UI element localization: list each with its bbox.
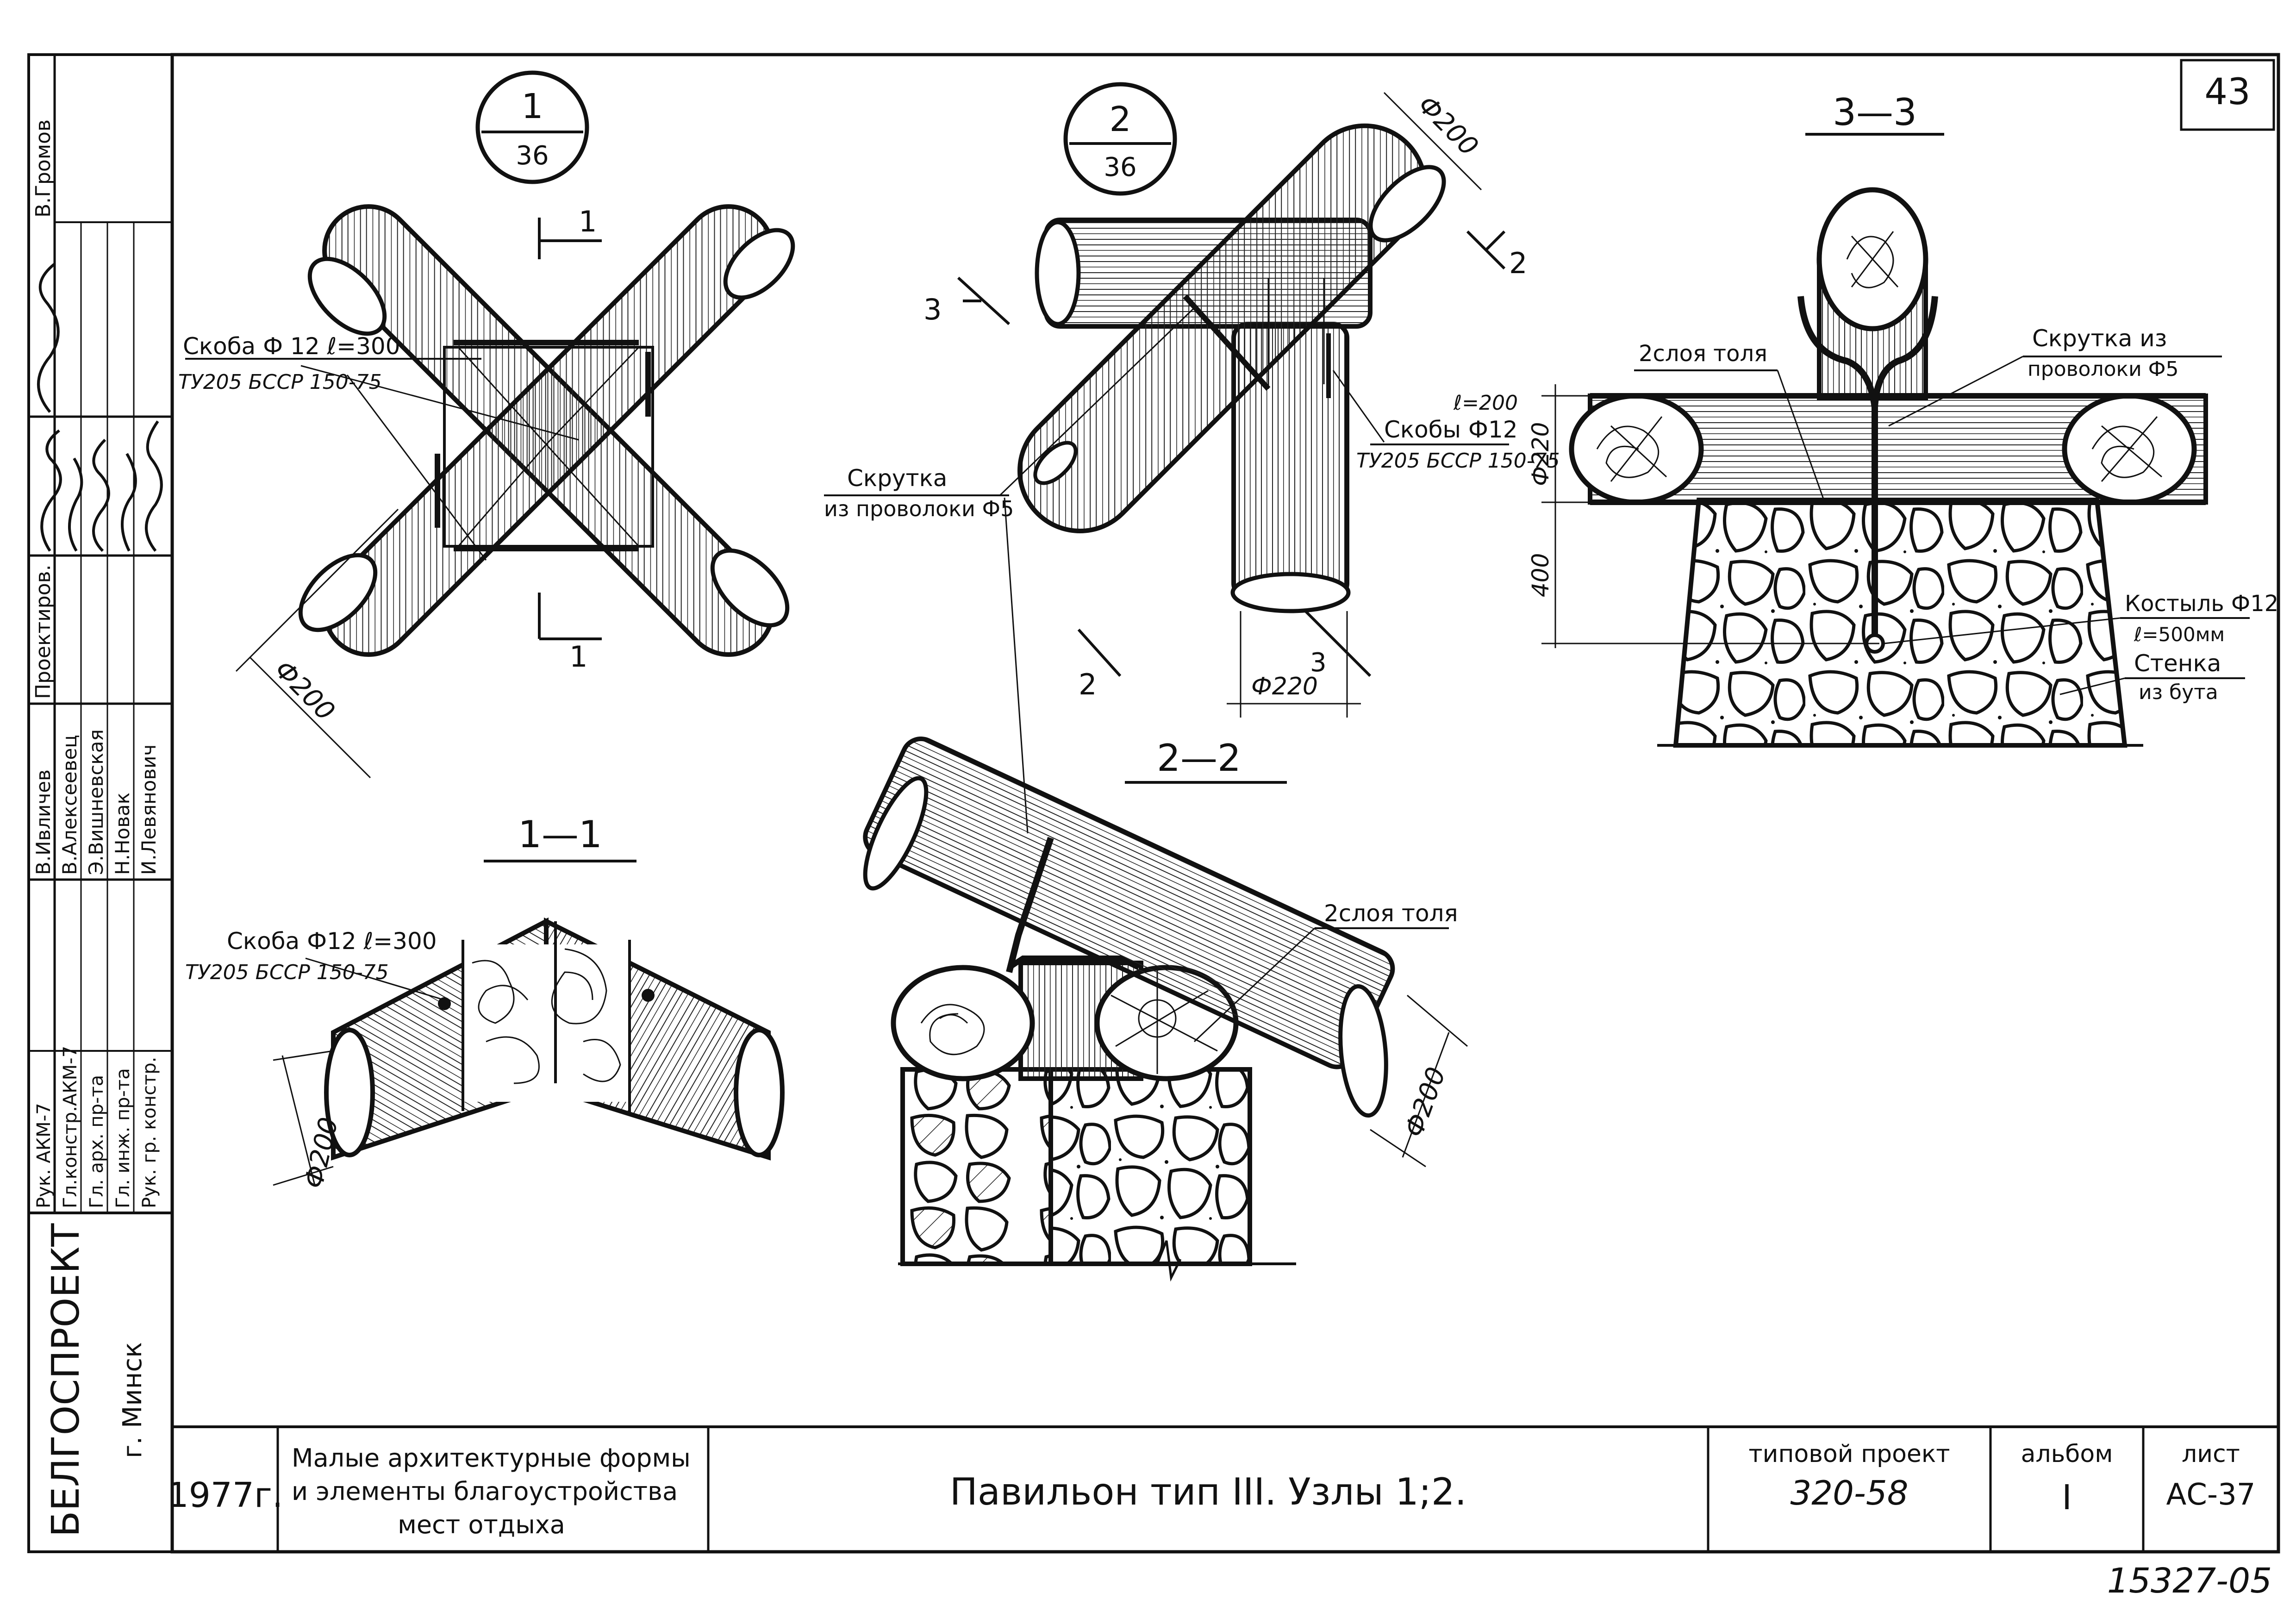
tar-note: 2слоя толя	[1324, 900, 1458, 927]
section-3-3: 3—3 2слоя толя Скрутка из проволоки Ф5 Ф…	[1527, 91, 2278, 748]
dim-top: Ф200	[1412, 90, 1484, 162]
staples-std: ТУ205 БССР 150-75	[1356, 449, 1560, 473]
stamp-name: И.Левянович	[137, 744, 160, 875]
designed-label: Проектиров.	[31, 564, 55, 699]
twist-note-2: проволоки Ф5	[2028, 357, 2179, 381]
signatures	[37, 262, 163, 552]
section-mark-3: 3	[923, 293, 942, 326]
left-stamp: Рук. АКМ-7 Гл.констр.АКМ-7 Гл. арх. пр-т…	[29, 55, 172, 1537]
stamp-role: Гл.констр.АКМ-7	[60, 1046, 81, 1208]
subject-line-2: и элементы благоустройства	[292, 1477, 678, 1506]
page-number: 43	[2204, 71, 2250, 113]
section-mark-3: 3	[1310, 648, 1327, 678]
sheet-label: лист	[2182, 1440, 2240, 1468]
callout-ref: 36	[1104, 152, 1136, 182]
section-mark: 1	[579, 205, 597, 238]
section-mark-2: 2	[1079, 668, 1097, 701]
stamp-roles: Рук. АКМ-7 Гл.констр.АКМ-7 Гл. арх. пр-т…	[33, 1046, 160, 1208]
staple-note: Скоба Ф 12 ℓ=300	[183, 333, 400, 360]
sheet-title: Павильон тип III. Узлы 1;2.	[950, 1470, 1466, 1513]
sheet-frame: 43	[27, 53, 2280, 1554]
staple-std: ТУ205 БССР 150-75	[178, 370, 382, 394]
staple-std: ТУ205 БССР 150-75	[185, 961, 389, 984]
project-label: типовой проект	[1748, 1440, 1950, 1468]
archive-number: 15327-05	[2107, 1561, 2272, 1601]
staple-note: Скоба Ф12 ℓ=300	[227, 928, 437, 955]
twist-note-2: из проволоки Ф5	[824, 496, 1014, 521]
section-mark-2: 2	[1509, 246, 1527, 280]
twist-note: Скрутка	[847, 465, 947, 492]
album-label: альбом	[2021, 1440, 2113, 1468]
designed-name: В.Громов	[31, 119, 55, 218]
stamp-name: В.Ивличев	[32, 769, 55, 875]
staples-len: ℓ=200	[1453, 391, 1518, 415]
dim-height: 400	[1527, 553, 1554, 597]
spike-len: ℓ=500мм	[2134, 623, 2225, 646]
stamp-name: Э.Вишневская	[85, 729, 107, 875]
dim-bottom: Ф220	[1251, 673, 1318, 700]
section-2-2: 2—2 2слоя толя Ф200	[863, 736, 1468, 1282]
dim-dia: Ф220	[1527, 422, 1554, 486]
twist-note: Скрутка из	[2032, 325, 2167, 352]
title-block: 1977г. Малые архитектурные формы и элеме…	[167, 1425, 2278, 1601]
org-city: г. Минск	[118, 1342, 148, 1458]
project-value: 320-58	[1790, 1474, 1908, 1512]
stamp-names: В.Ивличев В.Алексеевец Э.Вишневская Н.Но…	[32, 729, 160, 875]
tar-note: 2слоя толя	[1639, 341, 1767, 367]
callout-num: 2	[1109, 100, 1131, 139]
subject-line-3: мест отдыха	[398, 1510, 565, 1539]
dim-dia: Ф200	[1399, 1063, 1452, 1141]
stamp-role: Рук. АКМ-7	[33, 1103, 55, 1208]
stamp-name: Н.Новак	[111, 793, 134, 875]
stamp-role: Гл. инж. пр-та	[112, 1068, 134, 1208]
section-1-1: 1—1 Скоба Ф12 ℓ=300 ТУ205 БССР 150-75 Ф2…	[185, 813, 785, 1191]
staples-note: Скобы Ф12	[1384, 416, 1518, 443]
dim-dia: Ф200	[268, 655, 341, 727]
album-value: I	[2062, 1478, 2072, 1518]
callout-circle	[1063, 82, 1177, 196]
year: 1977г.	[167, 1475, 283, 1515]
callout-circle	[475, 70, 589, 184]
sheet-value: АС-37	[2166, 1478, 2256, 1512]
wall-note-2: из бута	[2139, 681, 2218, 704]
callout-ref: 36	[516, 141, 549, 171]
section-title: 3—3	[1833, 91, 1917, 134]
stamp-role: Гл. арх. пр-та	[86, 1075, 107, 1208]
org-name: БЕЛГОСПРОЕКТ	[44, 1223, 88, 1537]
node-2-plan: 2 36 Ф200 Ф220 3 2 2 3 Скрутка из про	[824, 82, 1560, 834]
stamp-name: В.Алексеевец	[58, 735, 81, 875]
callout-num: 1	[521, 87, 543, 126]
section-mark: 1	[569, 640, 587, 674]
section-title: 2—2	[1157, 737, 1241, 780]
stamp-role: Рук. гр. констр.	[139, 1057, 160, 1208]
page-number-box	[2180, 59, 2275, 131]
spike-note: Костыль Ф12	[2125, 591, 2278, 617]
node-1-plan: 1 36 1 1 Скоба Ф 12 ℓ=300 ТУ205 БССР 150…	[178, 70, 795, 779]
wall-note: Стенка	[2134, 650, 2221, 677]
section-title: 1—1	[518, 813, 602, 856]
subject-line-1: Малые архитектурные формы	[292, 1443, 691, 1473]
